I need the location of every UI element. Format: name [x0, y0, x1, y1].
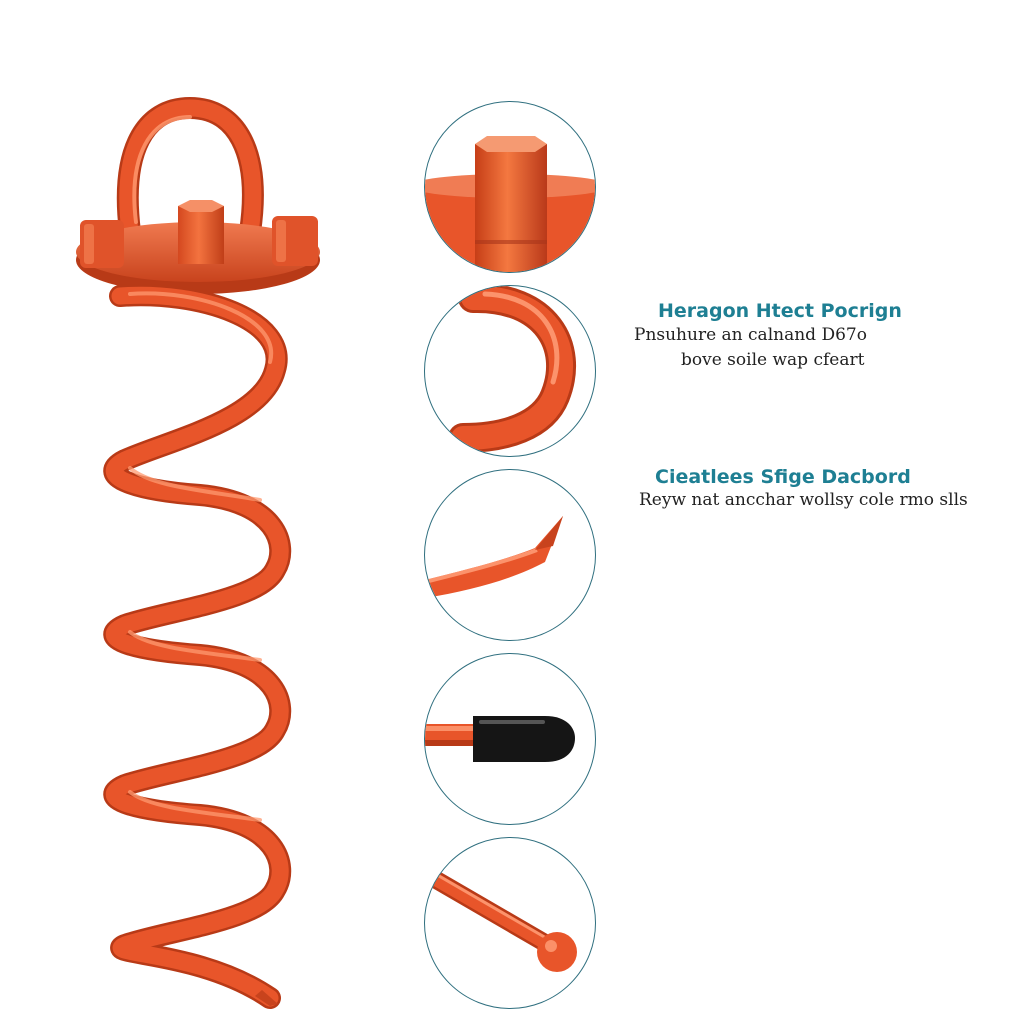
detail-circle-ball-end [424, 837, 596, 1009]
feature-2-line-1: Reyw nat ancchar wollsy cole rmo slls [639, 490, 968, 510]
ball-end-rod-detail-icon [425, 869, 577, 972]
feature-1-line-1: Pnsuhure an calnand D67o [634, 325, 867, 345]
rubber-cap-detail-icon [425, 716, 575, 762]
spiral-curve-detail-icon [448, 286, 577, 453]
hexagon-post-detail-icon [425, 136, 595, 272]
sharp-tip-detail-icon [425, 516, 563, 598]
feature-1-title: Heragon Htect Pocrign [658, 300, 902, 322]
feature-1-line-2: bove soile wap cfeart [681, 350, 865, 370]
detail-circle-rubber-cap [424, 653, 596, 825]
detail-circle-spiral-curve [424, 285, 596, 457]
feature-2-title: Cieatlees Sfige Dacbord [655, 466, 911, 488]
detail-circle-sharp-tip [424, 469, 596, 641]
detail-circle-hexagon [424, 101, 596, 273]
spiral-ground-stake-image [76, 96, 320, 1009]
